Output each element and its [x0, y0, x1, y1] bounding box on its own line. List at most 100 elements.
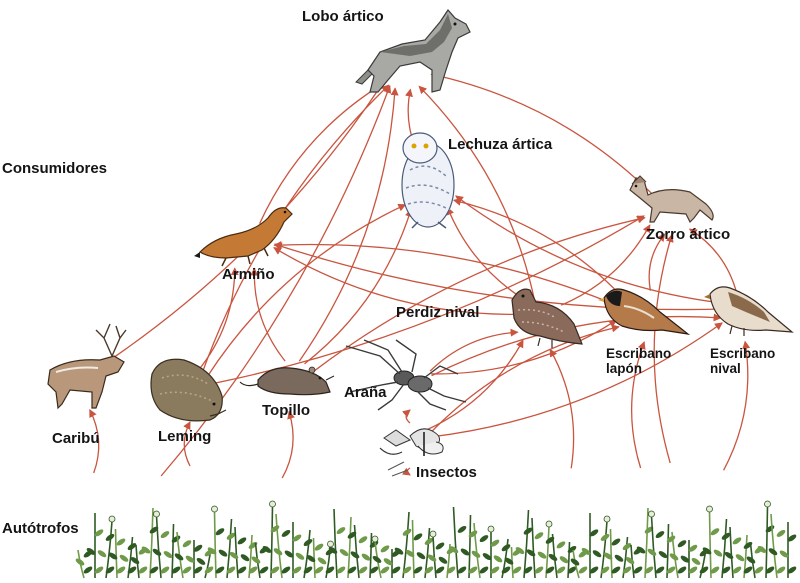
arrow-leming-to-lobo — [201, 84, 390, 374]
plant-stem — [729, 526, 734, 579]
plant-leaf — [413, 533, 423, 541]
plant-leaf — [171, 535, 181, 543]
plant-leaf — [666, 566, 676, 574]
plant-stem — [114, 528, 118, 579]
plant-leaf — [512, 566, 522, 574]
plant-leaf — [237, 537, 247, 545]
label-insects: Insectos — [416, 464, 477, 481]
plant-leaf — [545, 566, 555, 574]
plant-stem — [149, 507, 154, 579]
plant-leaf — [380, 545, 390, 553]
plant-leaf — [314, 543, 324, 551]
plant-leaf — [391, 566, 401, 574]
plant-leaf — [149, 566, 159, 574]
plant-leaf — [515, 547, 525, 555]
arrow-armino-to-lobo — [259, 81, 386, 224]
plant-leaf — [537, 551, 547, 559]
plant-leaf — [501, 566, 511, 574]
plant-stem — [770, 513, 778, 579]
label-lapland-bunting-line-2: lapón — [606, 361, 642, 376]
plant-leaf — [636, 546, 646, 554]
plant-leaf — [655, 566, 665, 574]
plant-leaf — [394, 547, 404, 555]
plant-leaf — [787, 566, 797, 574]
plant-leaf — [746, 556, 756, 564]
arrow-escribano_lapon-to-zorro — [648, 233, 666, 291]
plant-leaf — [248, 566, 258, 574]
plant-leaf — [347, 566, 357, 574]
plant-leaf — [611, 538, 621, 546]
plant-stem — [411, 519, 415, 579]
plant-leaf — [765, 525, 775, 533]
plant-leaf — [699, 566, 709, 574]
plant-leaf — [589, 566, 599, 574]
plant-leaf — [141, 546, 151, 554]
plant-leaf — [449, 546, 459, 554]
plant-flower — [764, 500, 771, 508]
plant-leaf — [776, 529, 786, 537]
lapland-bunting-icon — [598, 288, 691, 335]
plant-leaf — [523, 527, 533, 535]
arrow-arana-to-perdiz — [429, 328, 519, 372]
plant-leaf — [622, 543, 632, 551]
plant-leaf — [534, 566, 544, 574]
plant-leaf — [336, 566, 346, 574]
plant-leaf — [380, 566, 390, 574]
plant-leaf — [215, 528, 225, 536]
arrow-perdiz-to-zorro — [561, 224, 651, 306]
plant-leaf — [688, 544, 698, 552]
plant-stem — [743, 534, 748, 579]
plant-leaf — [655, 531, 665, 539]
label-caribou: Caribú — [52, 430, 100, 447]
label-snow-bunting: Escribano nival — [710, 346, 775, 376]
plant-leaf — [402, 528, 412, 536]
plant-flower — [108, 515, 116, 523]
plant-leaf — [405, 549, 415, 557]
arrow-autotrofos-to-escribano_nival — [723, 340, 751, 471]
plant-leaf — [369, 540, 379, 548]
label-vole: Topillo — [262, 402, 311, 419]
plant-leaf — [226, 566, 236, 574]
plant-leaf — [303, 539, 313, 547]
arrow-topillo-to-zorro — [311, 215, 646, 374]
plant-leaf — [490, 566, 500, 574]
plant-leaf — [600, 566, 610, 574]
plant-leaf — [303, 566, 313, 574]
plant-stem — [666, 523, 670, 579]
plant-stem — [545, 525, 550, 579]
plant-leaf — [677, 540, 687, 548]
plant-leaf — [105, 566, 115, 574]
arrow-escribano_lapon-to-armino — [273, 240, 624, 309]
plant-leaf — [413, 566, 423, 574]
arrow-topillo-to-armino — [250, 267, 286, 362]
plant-leaf — [468, 566, 478, 574]
plant-leaf — [735, 554, 745, 562]
plant-leaf — [105, 533, 115, 541]
plant-stem — [446, 543, 451, 579]
plant-stem — [531, 517, 536, 579]
arrow-escribano_nival-to-lechuza — [455, 195, 730, 305]
plant-leaf — [556, 541, 566, 549]
arrow-perdiz-to-lobo — [418, 85, 536, 301]
arrow-autotrofos-to-topillo — [281, 410, 295, 479]
insects-icon — [379, 428, 444, 477]
plant-stem — [468, 514, 472, 579]
plant-leaf — [570, 558, 580, 566]
plant-leaf — [152, 548, 162, 556]
label-arctic-fox: Zorro ártico — [646, 226, 731, 243]
plant-leaf — [306, 555, 316, 563]
plant-leaf — [677, 566, 687, 574]
plant-stem — [424, 527, 431, 579]
plant-leaf — [647, 548, 657, 556]
plant-leaf — [171, 566, 181, 574]
plant-leaf — [713, 549, 723, 557]
plant-leaf — [196, 557, 206, 565]
plant-stem — [609, 528, 613, 579]
plant-leaf — [776, 566, 786, 574]
plant-leaf — [193, 544, 203, 552]
label-arctic-wolf: Lobo ártico — [302, 8, 384, 25]
plant-leaf — [625, 557, 635, 565]
plant-leaf — [292, 566, 302, 574]
plant-leaf — [479, 566, 489, 574]
